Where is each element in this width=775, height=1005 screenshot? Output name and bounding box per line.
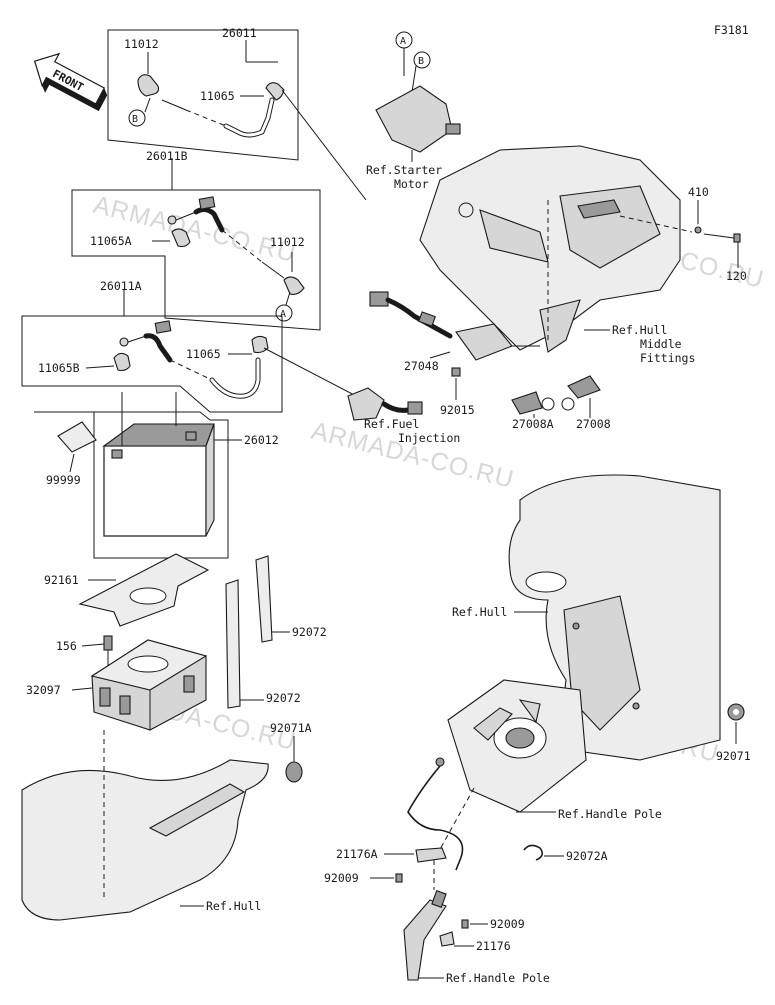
terminal-cap-11012-mid [283, 276, 305, 295]
clip-92015 [451, 367, 461, 377]
handle-pole-group: Ref.Handle Pole 21176A 92009 92072A 9200… [324, 679, 662, 985]
group-box-26011 [107, 29, 299, 161]
label-92071: 92071 [716, 749, 751, 763]
grommet-92071A [285, 761, 303, 783]
label-120: 120 [726, 269, 747, 283]
terminal-cap-11065B [113, 352, 131, 372]
hull-left-group: 92071A Ref.Hull [21, 721, 312, 921]
label-27008: 27008 [576, 417, 611, 431]
callout-b-1: B [132, 114, 138, 125]
label-92161: 92161 [44, 573, 79, 587]
label-11065B: 11065B [38, 361, 80, 375]
label-92071A: 92071A [270, 721, 312, 735]
label-92072A: 92072A [566, 849, 608, 863]
label-11012-mid: 11012 [270, 235, 305, 249]
battery-tray-group: 92161 156 32097 [26, 553, 210, 731]
part-99999 [57, 421, 97, 453]
label-92009-a: 92009 [324, 871, 359, 885]
key-27008A [511, 391, 543, 415]
fuel-injection-group: Ref.Fuel Injection [347, 387, 460, 445]
cable-26011A-group: 26011A 11065B 11065 [21, 279, 361, 413]
clamp-21176A [415, 847, 447, 863]
washer-410 [694, 226, 702, 234]
label-ref-starter-1: Ref.Starter [366, 163, 442, 177]
label-ref-hull-left: Ref.Hull [206, 899, 261, 913]
battery-26012 [103, 445, 207, 537]
hull-left-shape [21, 759, 269, 921]
label-ref-hull-mid-3: Fittings [640, 351, 695, 365]
terminal-cap-11065A [171, 228, 191, 248]
battery-group: 26012 99999 [34, 392, 279, 559]
fuel-injection-component [347, 387, 385, 421]
label-ref-fuel-2: Injection [398, 431, 460, 445]
bracket-21176 [439, 931, 455, 947]
label-11065-mid: 11065 [186, 347, 221, 361]
front-arrow-icon: FRONT [33, 52, 108, 112]
label-ref-starter-2: Motor [394, 177, 429, 191]
label-ref-handle-pole-2: Ref.Handle Pole [446, 971, 550, 985]
label-ref-handle-pole-1: Ref.Handle Pole [558, 807, 662, 821]
label-92009-b: 92009 [490, 917, 525, 931]
label-11065-top: 11065 [200, 89, 235, 103]
label-410: 410 [688, 185, 709, 199]
starter-motor [375, 85, 453, 153]
cable-26011B-group: 26011B 11065A 11012 A [71, 149, 321, 331]
label-27048: 27048 [404, 359, 439, 373]
screw-92009-b [461, 919, 469, 929]
label-99999: 99999 [46, 473, 81, 487]
label-92072-a: 92072 [292, 625, 327, 639]
label-21176: 21176 [476, 939, 511, 953]
callout-a-2: A [400, 36, 406, 47]
hull-right-group: Ref.Hull 92071 [452, 474, 751, 763]
label-ref-fuel-1: Ref.Fuel [364, 417, 419, 431]
bands-92072-group: 92072 92072 [225, 555, 327, 709]
hull-middle-fittings-group: 410 120 Ref.Hull Middle Fittings [419, 145, 747, 365]
band-92072-b [255, 555, 273, 643]
callout-b-2: B [418, 56, 424, 67]
label-26011B: 26011B [146, 149, 188, 163]
label-26011: 26011 [222, 26, 257, 40]
band-92072-a [225, 579, 241, 709]
bolt-156 [103, 635, 113, 651]
terminal-cap-11012 [137, 74, 160, 97]
label-26012: 26012 [244, 433, 279, 447]
label-11065A: 11065A [90, 234, 132, 248]
starter-motor-group: A B Ref.Starter Motor [366, 31, 461, 191]
screw-120 [733, 233, 741, 243]
terminal-cap-11065 [265, 82, 285, 101]
connector-27048 [369, 291, 389, 307]
label-156: 156 [56, 639, 77, 653]
clip-92072A [523, 844, 544, 861]
label-92072-b: 92072 [266, 691, 301, 705]
label-27008A: 27008A [512, 417, 554, 431]
control-unit-group: 27048 92015 [369, 291, 540, 417]
label-11012-top: 11012 [124, 37, 159, 51]
cable-26011-group: 26011 11012 11065 B [107, 26, 367, 201]
handle-pole-lower [403, 899, 447, 981]
label-92015: 92015 [440, 403, 475, 417]
label-ref-hull-mid-2: Middle [640, 337, 682, 351]
key-27008 [567, 375, 601, 399]
label-ref-hull-right: Ref.Hull [452, 605, 507, 619]
label-32097: 32097 [26, 683, 61, 697]
label-21176A: 21176A [336, 847, 378, 861]
figure-code: F3181 [714, 23, 749, 37]
label-ref-hull-mid-1: Ref.Hull [612, 323, 667, 337]
screw-92009-a [395, 873, 403, 883]
callout-a-1: A [280, 309, 286, 320]
terminal-cap-11065-mid [251, 335, 269, 354]
keys-group: 27008A 27008 [511, 375, 611, 431]
label-26011A: 26011A [100, 279, 142, 293]
